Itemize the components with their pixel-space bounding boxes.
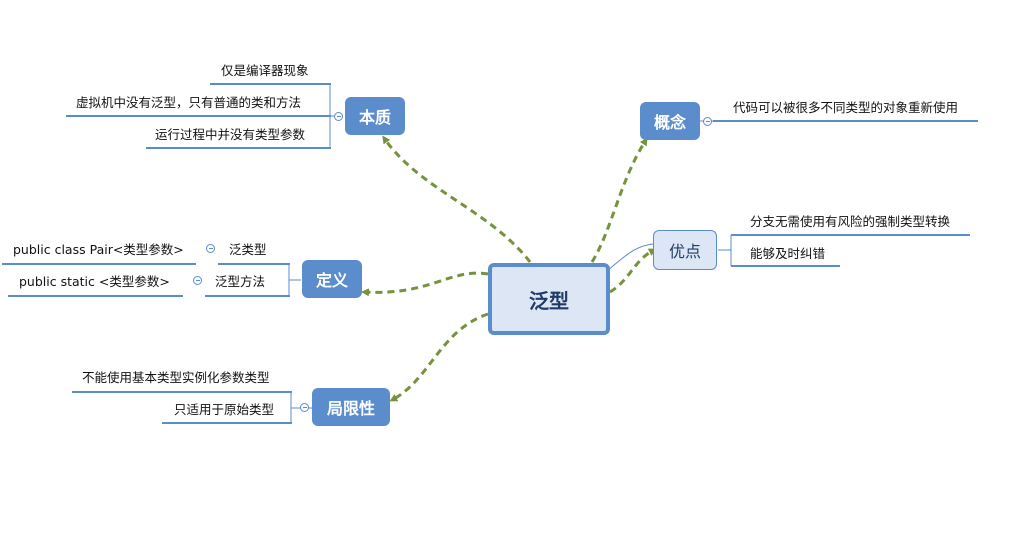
collapse-generic-method-icon[interactable] [193,276,202,285]
center-node[interactable]: 泛型 [488,263,610,335]
topic-advantage[interactable]: 优点 [653,230,717,270]
topic-concept-label: 概念 [653,113,686,132]
nature-item-1: 仅是编译器现象 [221,63,309,78]
concept-item-1: 代码可以被很多不同类型的对象重新使用 [733,100,959,115]
connector-center-definition [361,271,489,297]
connector-center-concept [590,137,648,263]
advantage-item-1: 分支无需使用有风险的强制类型转换 [750,214,951,229]
collapse-concept-icon[interactable] [703,117,712,126]
topic-limitation[interactable]: 局限性 [312,388,390,426]
nature-item-2: 虚拟机中没有泛型，只有普通的类和方法 [76,95,302,110]
topic-definition[interactable]: 定义 [302,260,362,298]
limitation-item-2: 只适用于原始类型 [174,402,275,417]
center-label: 泛型 [529,288,569,313]
topic-limitation-label: 局限性 [326,399,375,418]
nature-item-3: 运行过程中并没有类型参数 [155,127,306,142]
collapse-limitation-icon[interactable] [300,403,309,412]
collapse-generic-type-icon[interactable] [206,244,215,253]
connector-center-limitation [389,312,489,402]
topic-definition-label: 定义 [315,271,348,290]
connector-center-advantage [609,248,657,294]
definition-sub-1-item: public class Pair<类型参数> [13,242,184,257]
definition-sub-2-item: public static <类型参数> [19,274,170,289]
collapse-nature-icon[interactable] [334,112,343,121]
topic-nature-label: 本质 [358,108,391,127]
advantage-item-2: 能够及时纠错 [750,246,826,261]
connector-center-nature [382,135,532,263]
limitation-item-1: 不能使用基本类型实例化参数类型 [82,370,270,385]
topic-concept[interactable]: 概念 [640,102,700,140]
definition-sub-1: 泛类型 [229,242,267,257]
topic-nature[interactable]: 本质 [345,97,405,135]
topic-advantage-label: 优点 [668,242,701,261]
definition-sub-2: 泛型方法 [215,274,266,289]
